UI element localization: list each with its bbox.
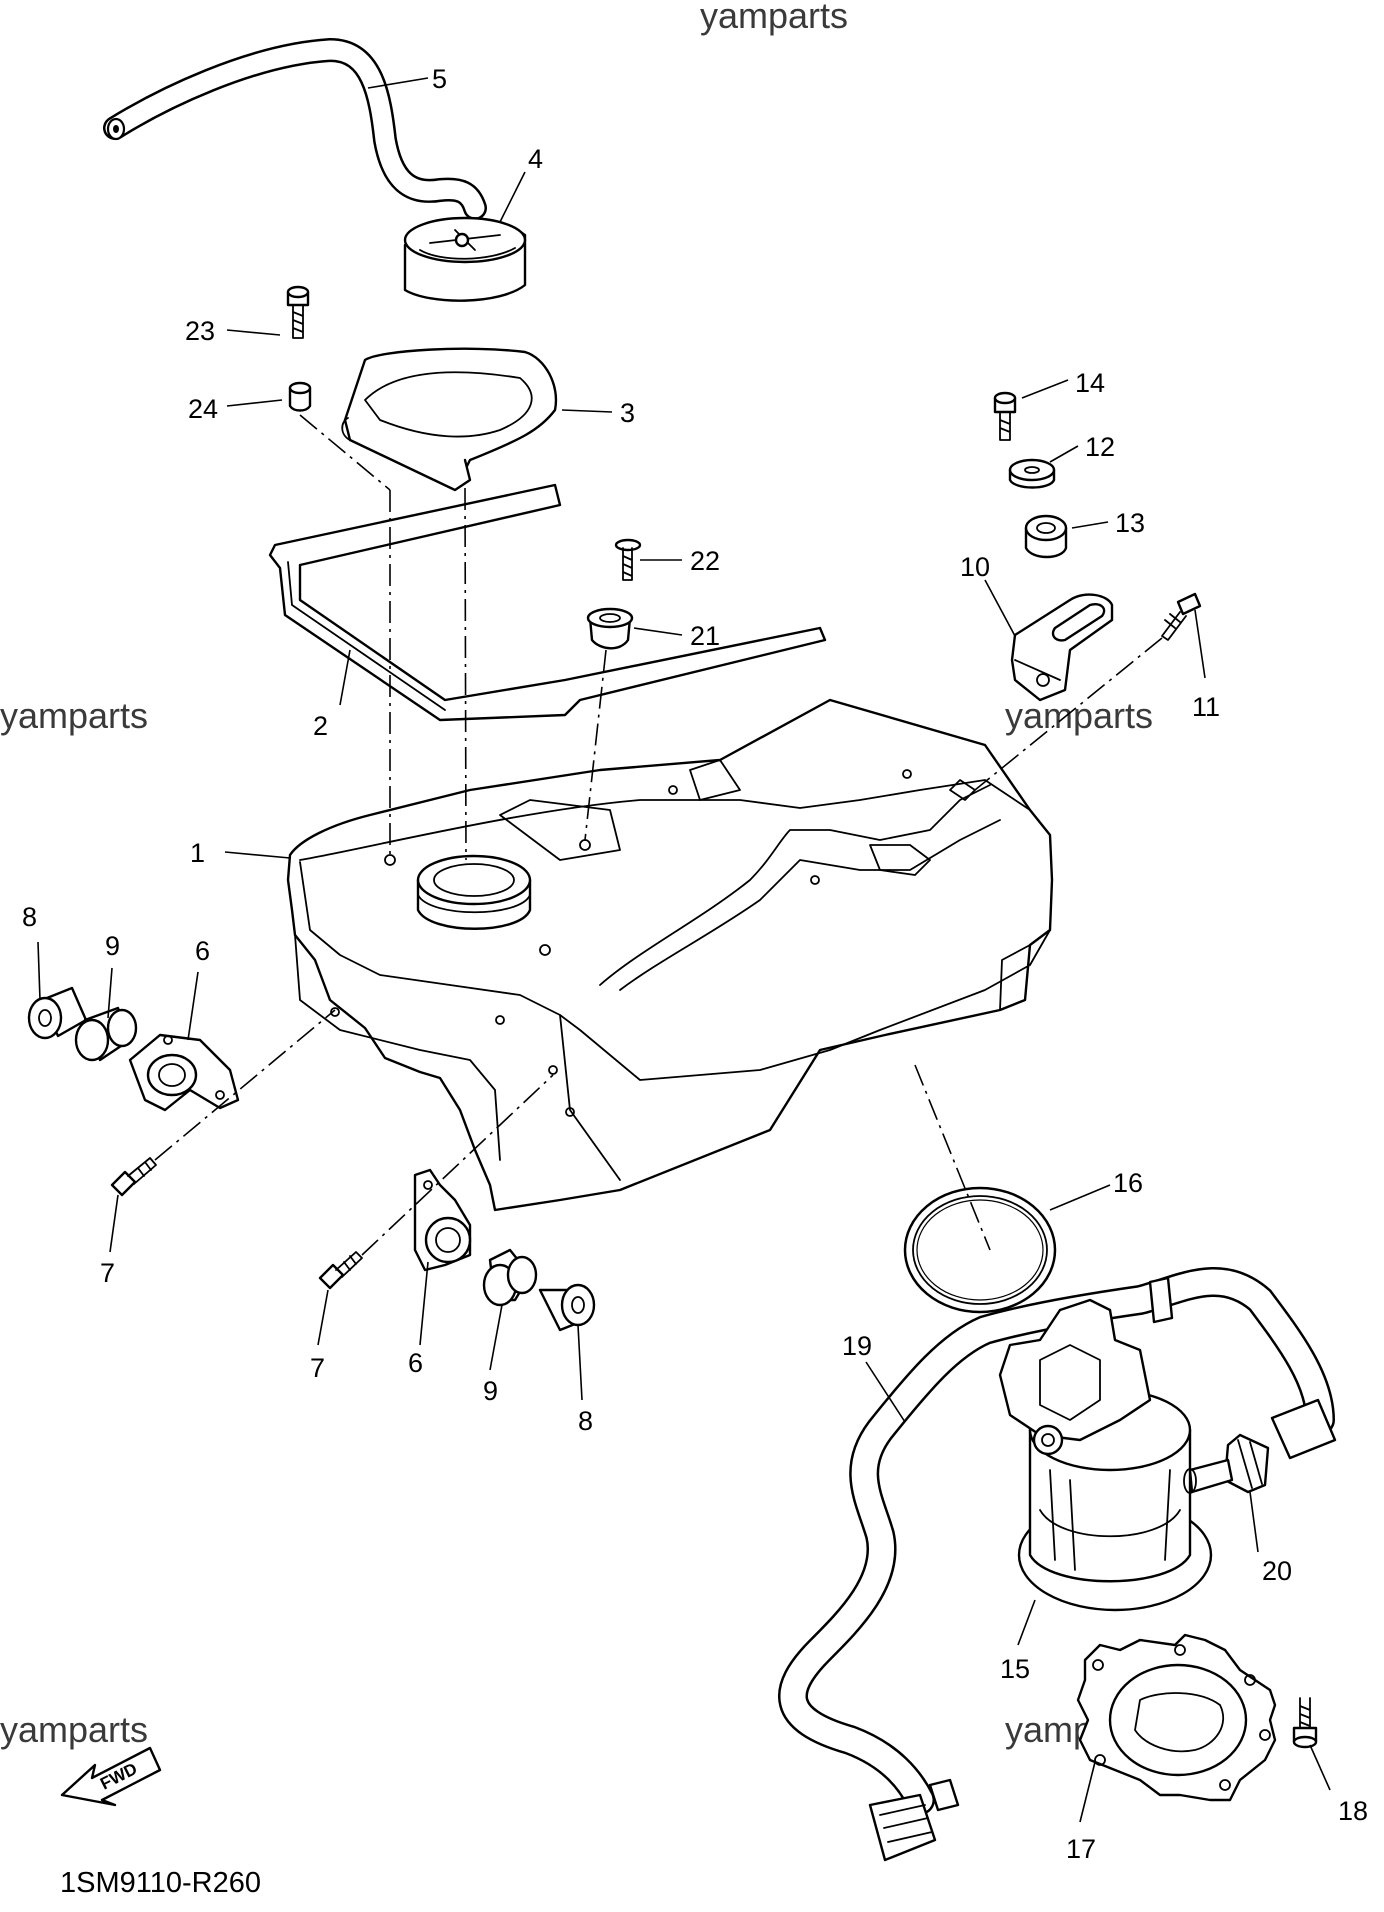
part-10-bracket	[1010, 593, 1114, 702]
part-7-bolt-lower	[318, 1251, 363, 1290]
forward-arrow-icon: FWD	[60, 1746, 162, 1807]
label-part-11: 11	[1192, 692, 1220, 722]
label-part-20: 20	[1262, 1556, 1292, 1586]
label-part-7-left: 7	[100, 1258, 115, 1288]
label-part-4: 4	[528, 144, 543, 174]
part-number-labels: 5 4 23 24 3 2 1 14 12 13 10 11 22 21 8 9…	[22, 64, 1368, 1864]
part-24-collar	[288, 381, 312, 412]
label-part-3: 3	[620, 398, 635, 428]
part-14-bolt	[993, 391, 1017, 441]
part-13-damper	[1024, 514, 1068, 559]
label-part-1: 1	[190, 838, 205, 868]
label-part-24: 24	[188, 394, 218, 424]
label-part-9-lower: 9	[483, 1376, 498, 1406]
assembly-lines	[154, 414, 1163, 1256]
part-22-screw	[614, 538, 642, 581]
label-part-22: 22	[690, 546, 720, 576]
label-part-14: 14	[1075, 368, 1105, 398]
part-8-collar-lower	[538, 1283, 596, 1332]
label-part-12: 12	[1085, 432, 1115, 462]
label-part-16: 16	[1113, 1168, 1143, 1198]
part-4-fuel-cap	[403, 216, 527, 302]
diagram-code: 1SM9110-R260	[60, 1867, 261, 1899]
label-part-19: 19	[842, 1331, 872, 1361]
part-17-retainer-plate	[1076, 1633, 1277, 1802]
watermark-top: yamparts	[700, 0, 848, 36]
label-part-18: 18	[1338, 1796, 1368, 1826]
part-9-damper-left	[74, 1006, 138, 1062]
label-part-23: 23	[185, 316, 215, 346]
label-part-6-lower: 6	[408, 1348, 423, 1378]
part-5-breather-hose	[103, 37, 487, 220]
label-part-5: 5	[432, 64, 447, 94]
label-part-21: 21	[690, 621, 720, 651]
label-part-15: 15	[1000, 1654, 1030, 1684]
label-part-9-left: 9	[105, 931, 120, 961]
part-8-collar-left	[27, 986, 88, 1040]
part-18-bolt	[1292, 1697, 1318, 1749]
label-part-7-lower: 7	[310, 1353, 325, 1383]
watermark-left: yamparts	[0, 695, 148, 736]
watermark-right: yamparts	[1005, 695, 1153, 736]
label-part-10: 10	[960, 552, 990, 582]
part-12-collar	[1008, 458, 1056, 489]
part-15-fuel-pump	[998, 1298, 1234, 1612]
part-6-bracket-left	[128, 1033, 240, 1112]
label-part-13: 13	[1115, 508, 1145, 538]
label-part-2: 2	[313, 711, 328, 741]
part-2-seal-strip	[268, 483, 827, 722]
part-23-bolt	[286, 285, 310, 339]
part-19-fuel-hose	[778, 1267, 1337, 1862]
label-part-17: 17	[1066, 1834, 1096, 1864]
part-1-fuel-tank	[286, 698, 1054, 1212]
part-21-damper	[586, 607, 634, 650]
part-9-damper-lower	[482, 1248, 538, 1307]
label-part-6-left: 6	[195, 936, 210, 966]
part-16-gasket-ring	[903, 1186, 1057, 1314]
part-3-filler-bracket	[341, 347, 558, 492]
watermark-bottom-left: yamparts	[0, 1709, 148, 1750]
label-part-8-lower: 8	[578, 1406, 593, 1436]
label-part-8-left: 8	[22, 902, 37, 932]
part-11-bolt	[1161, 592, 1202, 641]
part-6-bracket-lower	[413, 1168, 472, 1272]
leader-lines	[37, 77, 1331, 1823]
part-7-bolt-left	[110, 1157, 157, 1197]
part-20-clip	[1223, 1433, 1270, 1494]
